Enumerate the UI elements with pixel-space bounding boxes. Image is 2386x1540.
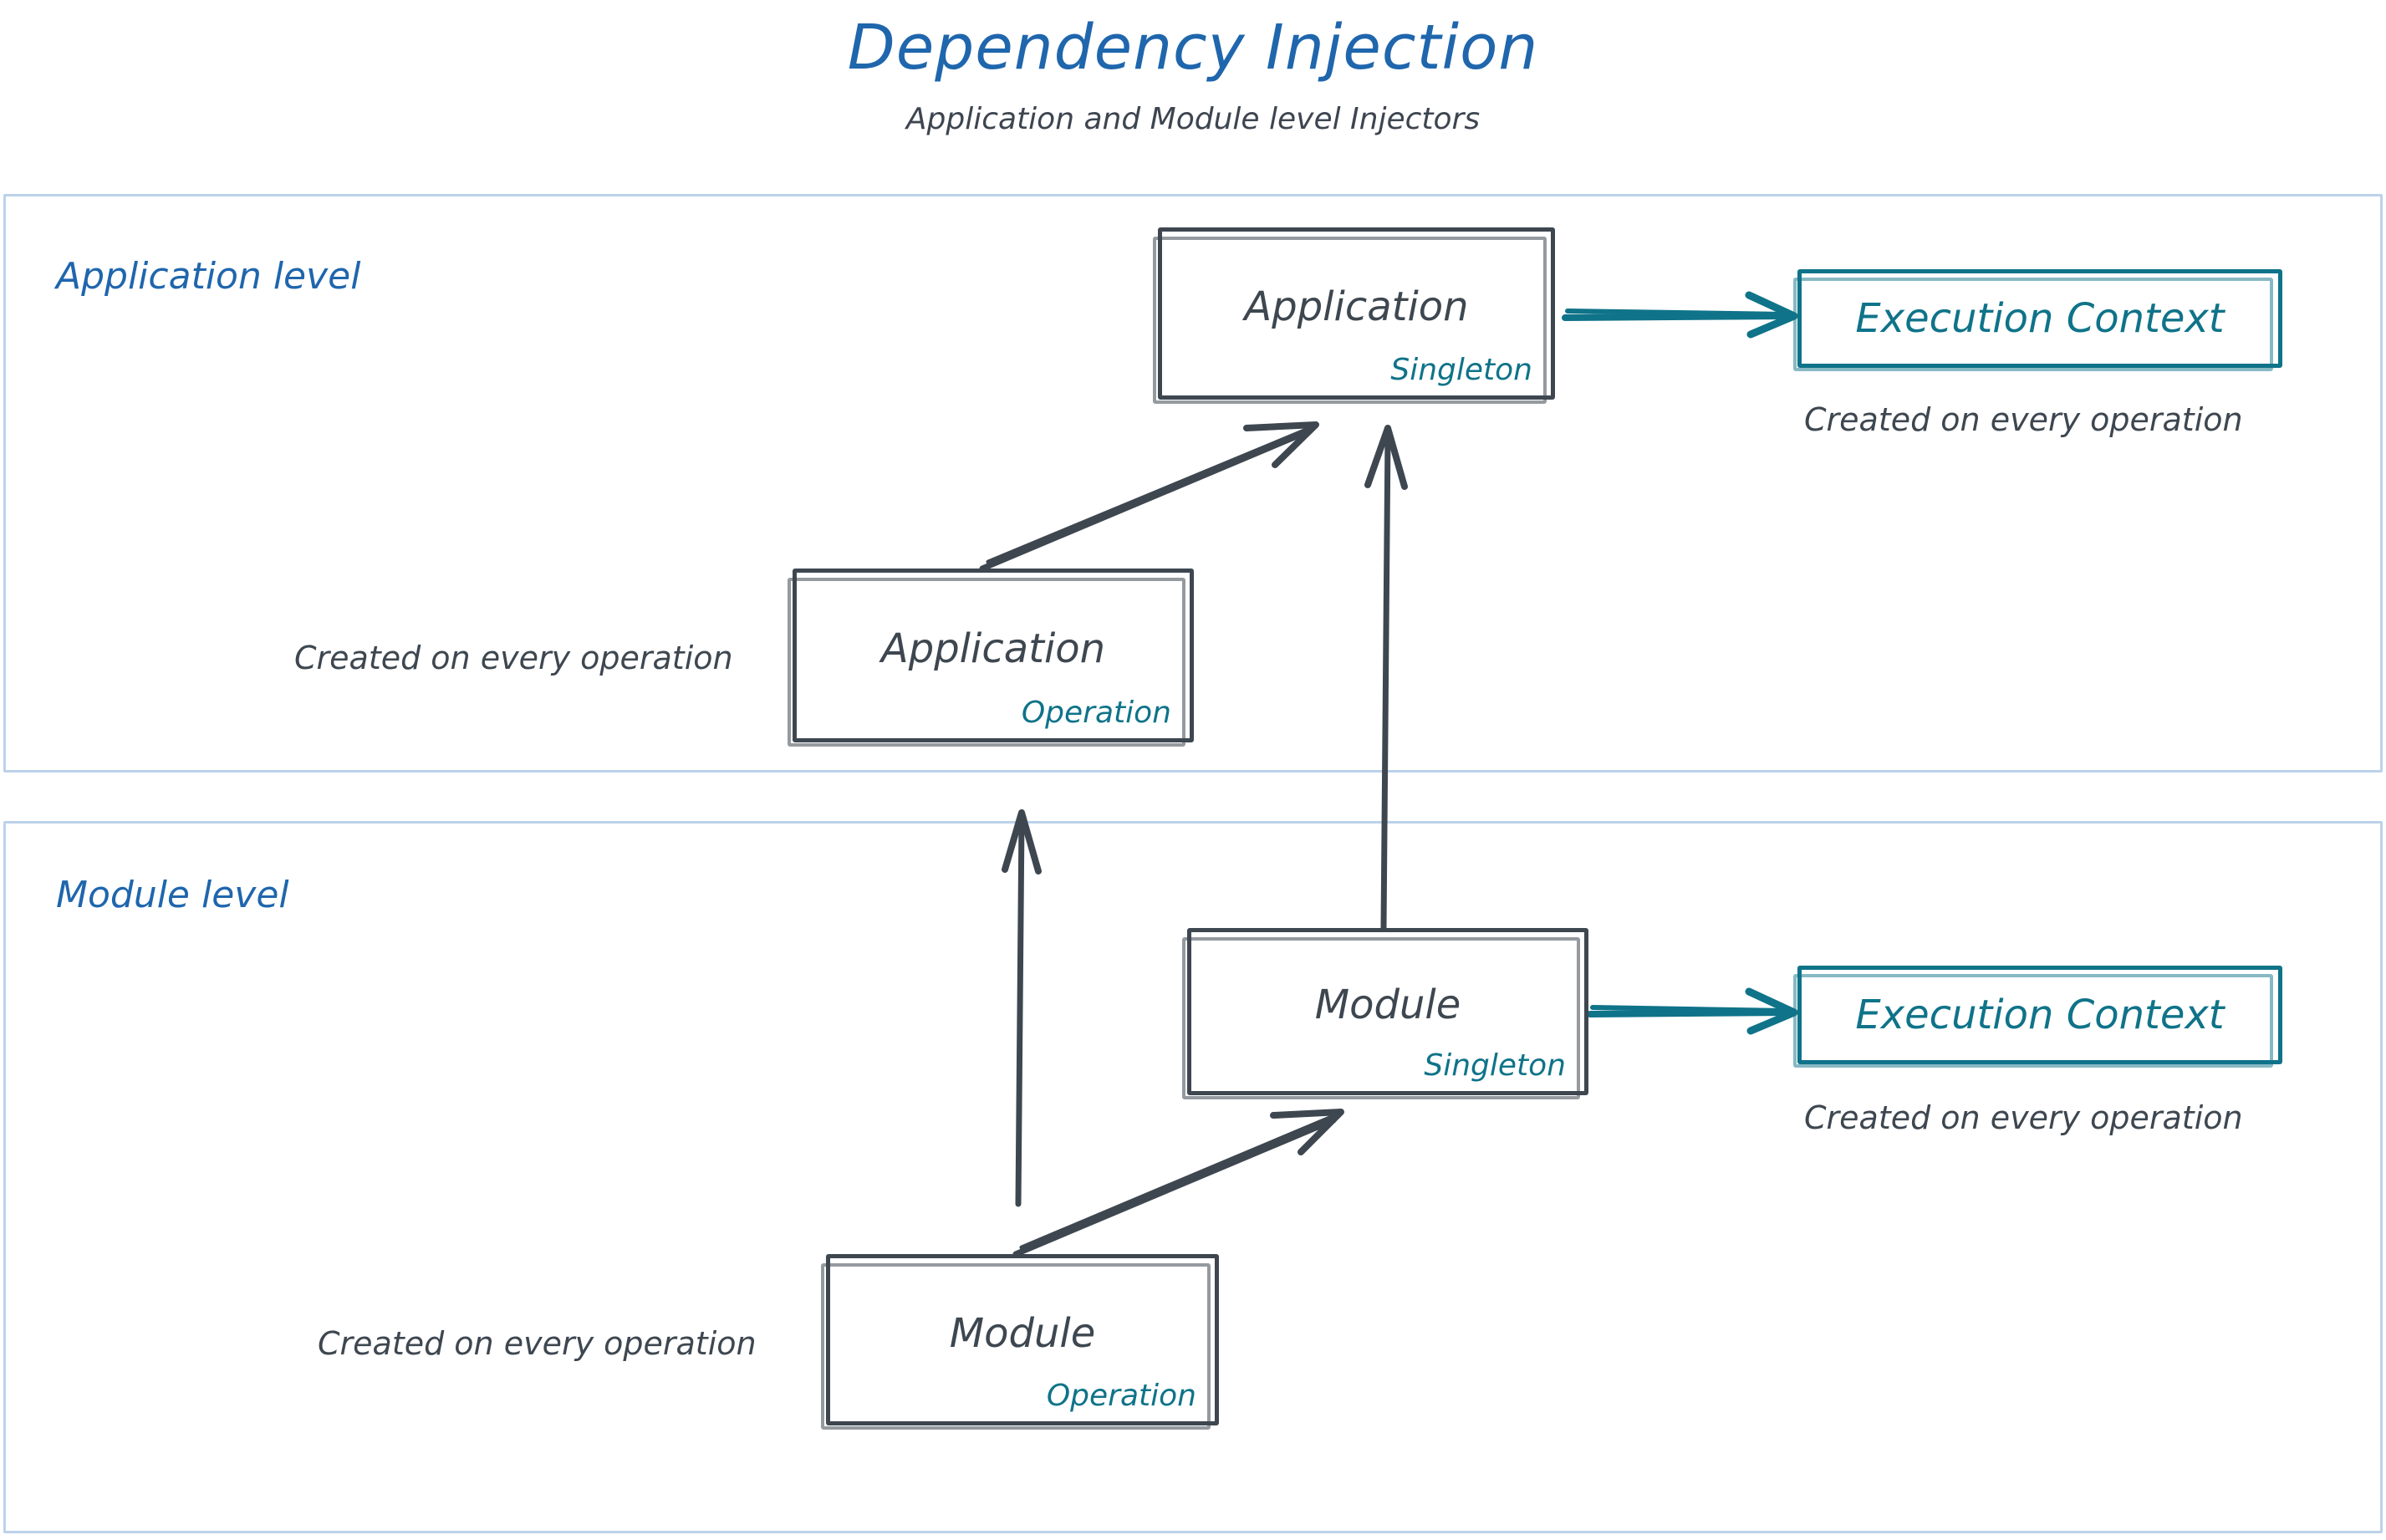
page-title: Dependency Injection <box>847 12 1539 84</box>
module-level-label: Module level <box>56 874 289 916</box>
module-singleton-box[interactable]: Module Singleton <box>1182 928 1588 1099</box>
module-operation-scope: Operation <box>1046 1379 1196 1413</box>
page-subtitle: Application and Module level Injectors <box>905 102 1481 136</box>
module-singleton-label: Module <box>1314 982 1461 1029</box>
module-execution-context-caption: Created on every operation <box>1804 1099 2243 1136</box>
module-singleton-scope: Singleton <box>1424 1048 1566 1083</box>
application-operation-label: Application <box>880 625 1106 673</box>
module-operation-label: Module <box>949 1309 1096 1357</box>
title-block: Dependency Injection Application and Mod… <box>0 0 2386 136</box>
application-singleton-box[interactable]: Application Singleton <box>1153 227 1555 404</box>
application-execution-context-caption: Created on every operation <box>1804 401 2243 438</box>
module-execution-context-box[interactable]: Execution Context <box>1793 966 2282 1068</box>
application-singleton-label: Application <box>1244 283 1469 331</box>
application-level-label: Application level <box>56 255 361 298</box>
application-operation-caption: Created on every operation <box>294 640 733 676</box>
module-operation-caption: Created on every operation <box>318 1325 757 1362</box>
application-execution-context-label: Execution Context <box>1855 295 2225 342</box>
application-execution-context-box[interactable]: Execution Context <box>1793 269 2282 371</box>
module-operation-box[interactable]: Module Operation <box>821 1254 1219 1430</box>
application-operation-scope: Operation <box>1021 696 1171 730</box>
application-operation-box[interactable]: Application Operation <box>788 569 1194 747</box>
module-execution-context-label: Execution Context <box>1855 992 2225 1038</box>
application-singleton-scope: Singleton <box>1390 353 1532 387</box>
